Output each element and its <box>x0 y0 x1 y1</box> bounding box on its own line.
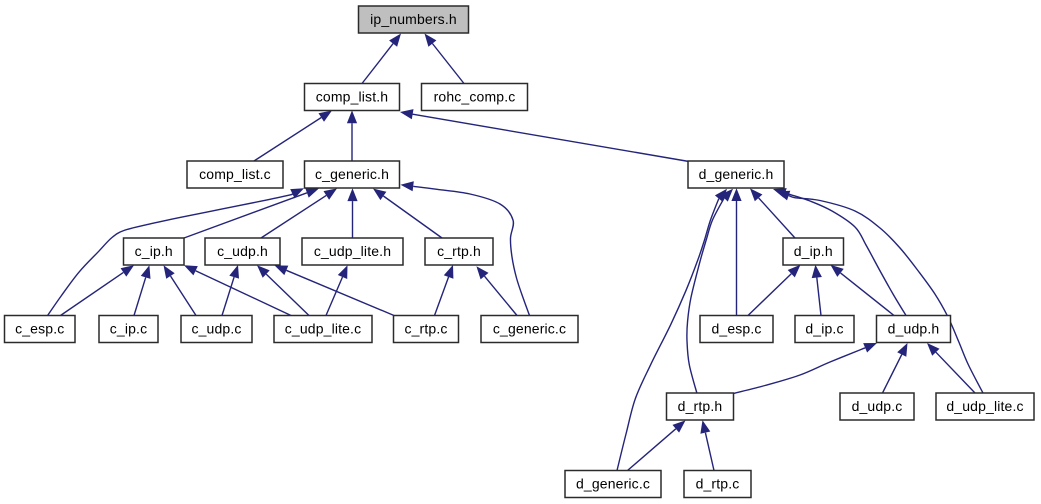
svg-text:c_esp.c: c_esp.c <box>15 320 64 336</box>
svg-text:c_generic.h: c_generic.h <box>315 166 389 182</box>
svg-text:c_ip.h: c_ip.h <box>135 243 173 259</box>
svg-text:c_udp.h: c_udp.h <box>217 243 268 259</box>
svg-text:rohc_comp.c: rohc_comp.c <box>434 88 516 104</box>
svg-text:c_udp_lite.c: c_udp_lite.c <box>285 320 362 336</box>
svg-text:d_generic.c: d_generic.c <box>576 475 650 491</box>
svg-text:d_udp.h: d_udp.h <box>888 320 940 336</box>
svg-text:c_rtp.h: c_rtp.h <box>437 243 481 259</box>
svg-text:d_generic.h: d_generic.h <box>699 166 774 182</box>
svg-text:comp_list.h: comp_list.h <box>316 88 388 104</box>
svg-text:d_ip.h: d_ip.h <box>794 243 833 259</box>
svg-text:d_udp_lite.c: d_udp_lite.c <box>946 398 1023 414</box>
svg-text:d_esp.c: d_esp.c <box>711 320 761 336</box>
svg-text:c_udp_lite.h: c_udp_lite.h <box>314 243 391 259</box>
svg-text:d_rtp.c: d_rtp.c <box>696 475 740 491</box>
svg-text:d_ip.c: d_ip.c <box>805 320 843 336</box>
svg-text:ip_numbers.h: ip_numbers.h <box>370 11 457 27</box>
svg-text:d_udp.c: d_udp.c <box>852 398 903 414</box>
svg-text:comp_list.c: comp_list.c <box>199 166 271 182</box>
svg-text:c_rtp.c: c_rtp.c <box>404 320 447 336</box>
svg-text:c_udp.c: c_udp.c <box>191 320 241 336</box>
svg-text:c_generic.c: c_generic.c <box>493 320 566 336</box>
svg-text:c_ip.c: c_ip.c <box>110 320 147 336</box>
svg-text:d_rtp.h: d_rtp.h <box>678 398 723 414</box>
